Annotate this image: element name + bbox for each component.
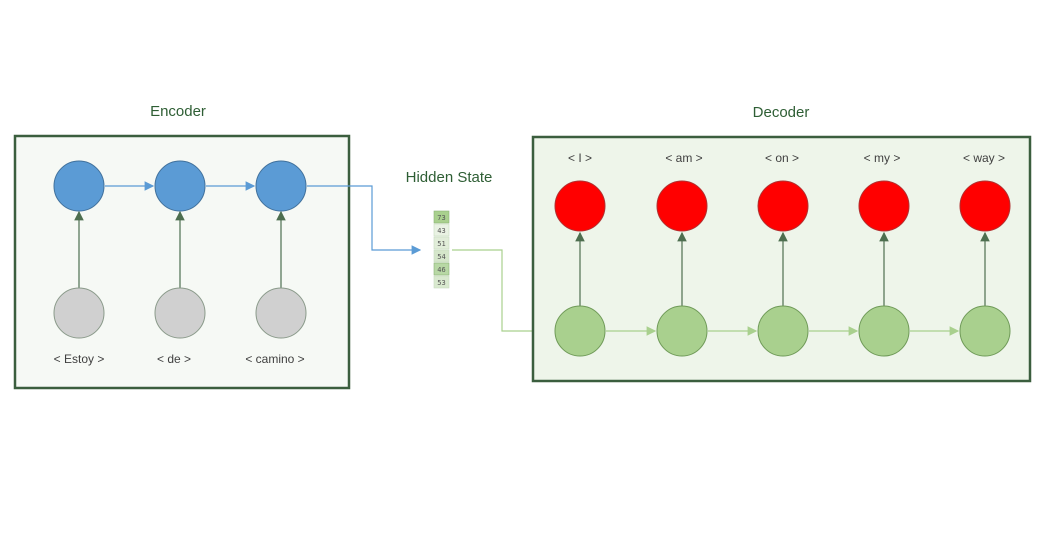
decoder-output-node-2 <box>656 180 708 232</box>
hidden-state-value-6: 53 <box>437 279 445 287</box>
encoder-to-hidden-connector <box>307 185 422 255</box>
decoder-output-token-3: < on > <box>765 151 799 165</box>
decoder-output-node-3 <box>757 180 809 232</box>
hidden-state-cell-6 <box>433 275 450 289</box>
decoder-output-node-5 <box>959 180 1011 232</box>
decoder-title: Decoder <box>753 104 810 121</box>
decoder-hidden-node-3 <box>757 305 809 357</box>
decoder-hidden-node-5 <box>959 305 1011 357</box>
hidden-state-value-3: 51 <box>437 240 445 248</box>
hidden-state-vector: 73 43 51 54 46 53 <box>433 210 450 289</box>
hidden-state-label: Hidden State <box>406 169 493 186</box>
hidden-state-cell-3 <box>433 236 450 250</box>
hidden-state-value-2: 43 <box>437 227 445 235</box>
encoder-input-token-1: < Estoy > <box>54 352 105 366</box>
encoder-input-node-1 <box>53 287 105 339</box>
encoder-input-node-3 <box>255 287 307 339</box>
decoder-output-token-2: < am > <box>665 151 702 165</box>
decoder-output-node-1 <box>554 180 606 232</box>
hidden-state-value-1: 73 <box>437 214 445 222</box>
decoder-output-token-4: < my > <box>864 151 901 165</box>
hidden-state-value-4: 54 <box>437 253 445 261</box>
decoder-output-token-1: < I > <box>568 151 592 165</box>
encoder-input-token-2: < de > <box>157 352 191 366</box>
decoder-hidden-node-1 <box>554 305 606 357</box>
encoder-hidden-node-3 <box>255 160 307 212</box>
encoder-hidden-node-2 <box>154 160 206 212</box>
hidden-state-value-5: 46 <box>437 266 445 274</box>
hidden-state-cell-4 <box>433 249 450 263</box>
decoder-output-node-4 <box>858 180 910 232</box>
encoder-input-node-2 <box>154 287 206 339</box>
encoder-input-token-3: < camino > <box>245 352 304 366</box>
decoder-hidden-node-4 <box>858 305 910 357</box>
decoder-hidden-node-2 <box>656 305 708 357</box>
encoder-title: Encoder <box>150 103 206 120</box>
hidden-state-cell-2 <box>433 223 450 237</box>
decoder-output-token-5: < way > <box>963 151 1005 165</box>
hidden-state-cell-5 <box>433 262 450 276</box>
hidden-state-cell-1 <box>433 210 450 224</box>
hidden-to-decoder-connector <box>452 249 553 332</box>
encoder-hidden-node-1 <box>53 160 105 212</box>
